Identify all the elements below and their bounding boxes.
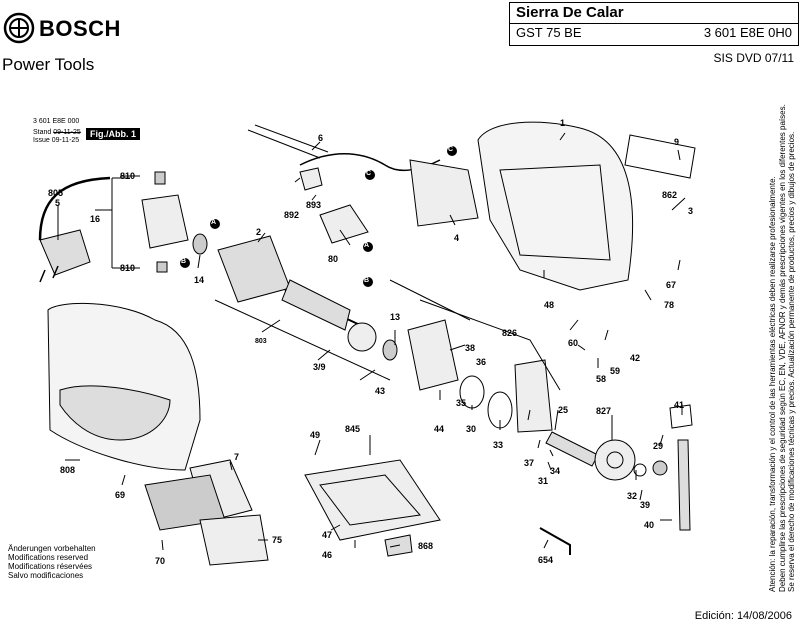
- part-label: 34: [550, 466, 561, 476]
- legal-notice: Atención: la reparación, transformación …: [768, 72, 797, 592]
- change-notes: Änderungen vorbehalten Modifications res…: [8, 544, 96, 580]
- edition-label: Edición: 14/08/2006: [694, 610, 792, 622]
- figure-tag: Fig./Abb. 1: [86, 128, 140, 140]
- part-label: 47: [322, 530, 333, 540]
- part-label: 29: [653, 441, 664, 451]
- part-label: 810: [120, 171, 136, 181]
- sis-label: SIS DVD 07/11: [713, 51, 794, 65]
- stand-number: 3 601 E8E 000: [33, 118, 80, 125]
- part-label: 826: [502, 328, 518, 338]
- part-label: 6: [318, 133, 324, 143]
- note-line: Modifications réservées: [8, 562, 93, 571]
- part-label: 810: [120, 263, 136, 273]
- tool-model: GST 75 BE: [516, 25, 582, 40]
- part-label: 32: [627, 491, 638, 501]
- part-label: 13: [390, 312, 401, 322]
- part-label: 46: [322, 550, 333, 560]
- part-label: 2: [256, 227, 262, 237]
- stand-line: Stand 09-11-25: [33, 129, 81, 136]
- part-label: 35: [456, 398, 467, 408]
- bosch-armature-icon: [3, 12, 35, 44]
- part-label: 80: [328, 254, 339, 264]
- part-label: 862: [662, 190, 678, 200]
- part-label: 3: [688, 206, 694, 216]
- info-box: Sierra De Calar GST 75 BE 3 601 E8E 0H0: [509, 2, 799, 46]
- brand-name: BOSCH: [39, 16, 121, 41]
- part-label: 59: [610, 366, 621, 376]
- part-label: 654: [538, 555, 554, 565]
- part-label: 827: [596, 406, 612, 416]
- part-label: 44: [434, 424, 445, 434]
- part-label: 805: [48, 188, 64, 198]
- part-label: 70: [155, 556, 166, 566]
- part-label: 60: [568, 338, 579, 348]
- tool-title: Sierra De Calar: [516, 4, 624, 21]
- part-label: 868: [418, 541, 434, 551]
- note-line: Änderungen vorbehalten: [8, 544, 96, 553]
- part-label: 9: [674, 137, 680, 147]
- note-line: Modifications reserved: [8, 553, 89, 562]
- part-label: 893: [306, 200, 322, 210]
- part-label: 892: [284, 210, 300, 220]
- part-label: 808: [60, 465, 76, 475]
- part-label: 75: [272, 535, 283, 545]
- part-label: 4: [454, 233, 460, 243]
- callout-a: A: [364, 242, 370, 249]
- part-label: 78: [664, 300, 675, 310]
- issue-line: Issue 09-11-25: [33, 137, 80, 144]
- part-label: 1: [560, 118, 566, 128]
- legal-line: Se reserva el derecho de modificaciones …: [787, 131, 796, 592]
- note-line: Salvo modificaciones: [8, 571, 84, 580]
- callout-c: C: [448, 146, 454, 153]
- part-label: 67: [666, 280, 677, 290]
- sub-brand: Power Tools: [2, 55, 95, 74]
- callout-b: B: [364, 277, 370, 284]
- part-label: 39: [640, 500, 651, 510]
- part-label: 38: [465, 343, 476, 353]
- tool-code: 3 601 E8E 0H0: [703, 25, 792, 40]
- part-label: 33: [493, 440, 504, 450]
- callout-a: A: [211, 219, 217, 226]
- part-label: 803: [255, 338, 267, 345]
- part-label: 48: [544, 300, 555, 310]
- part-label: 14: [194, 275, 205, 285]
- part-label: 16: [90, 214, 101, 224]
- legal-line: Deben cumplirse las prescripciones de se…: [777, 104, 787, 592]
- part-label: 845: [345, 424, 361, 434]
- part-label: 42: [630, 353, 641, 363]
- part-label: 69: [115, 490, 126, 500]
- brand-logo: BOSCH: [2, 12, 132, 44]
- callout-c: C: [366, 170, 372, 177]
- part-label: 58: [596, 374, 607, 384]
- part-label: 41: [674, 400, 685, 410]
- legal-line: Atención: la reparación, transformación …: [768, 176, 777, 592]
- part-label: 31: [538, 476, 549, 486]
- part-label: 25: [558, 405, 569, 415]
- part-label: 36: [476, 357, 487, 367]
- part-label: 40: [644, 520, 655, 530]
- part-label: 7: [234, 452, 240, 462]
- part-label: 30: [466, 424, 477, 434]
- callout-b: B: [181, 258, 187, 265]
- part-label: 49: [310, 430, 321, 440]
- part-label: 43: [375, 386, 386, 396]
- part-label: 5: [55, 198, 61, 208]
- part-label: 37: [524, 458, 535, 468]
- callout-markers: [180, 146, 457, 287]
- part-label: 3/9: [313, 362, 326, 372]
